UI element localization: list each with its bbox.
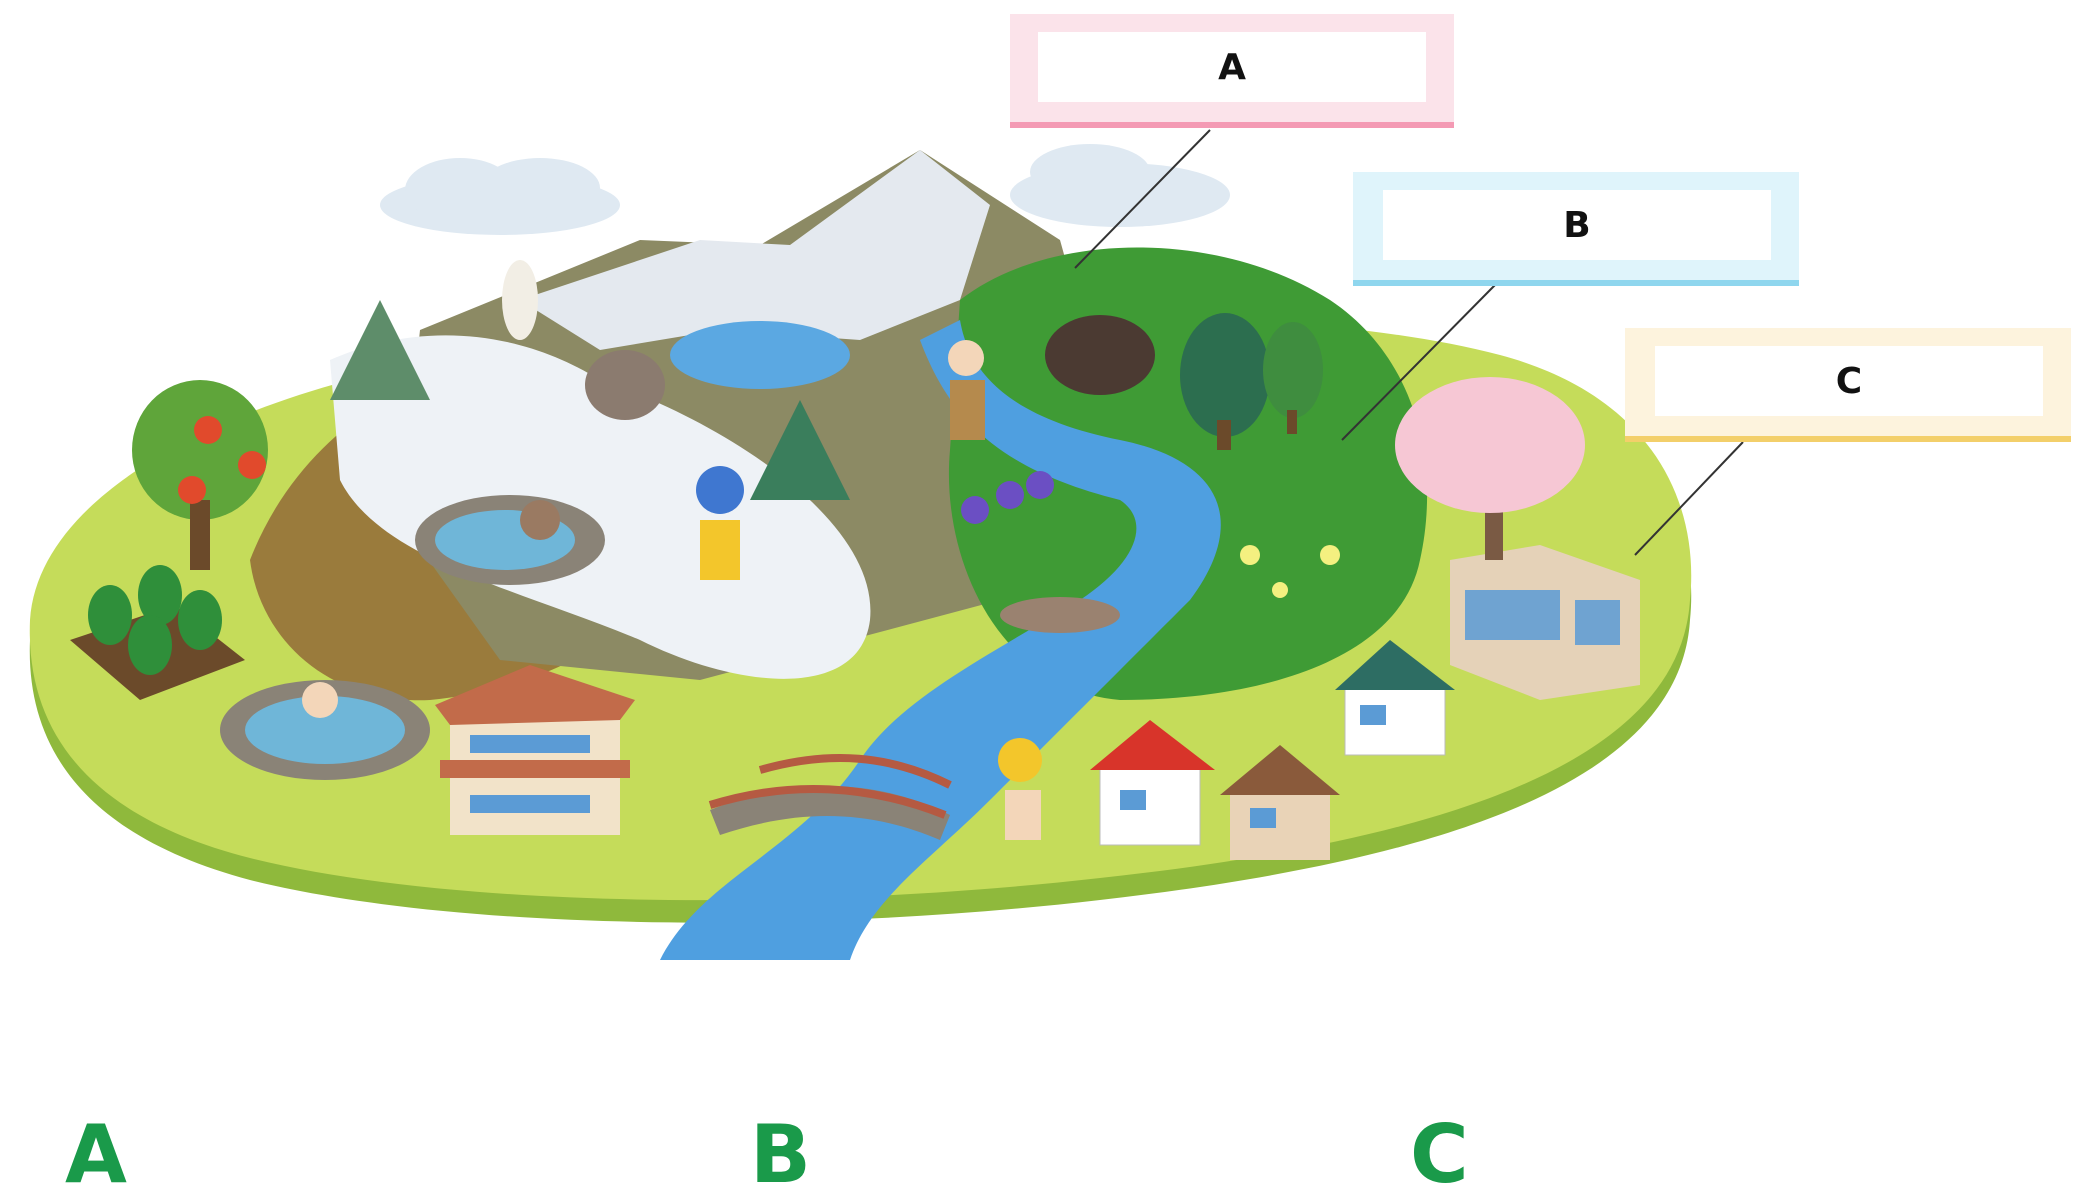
callout-underline-a <box>1010 122 1454 128</box>
house-brown-roof <box>1220 745 1340 860</box>
callout-label-b[interactable]: B <box>1383 190 1771 260</box>
hot-spring-top <box>415 495 605 585</box>
house-teal-roof <box>1335 640 1455 756</box>
iris-flowers <box>961 471 1054 524</box>
river <box>660 320 1221 960</box>
hot-spring-bottom <box>220 680 430 780</box>
inn-building <box>435 665 635 835</box>
answer-label-a: A <box>65 1108 127 1201</box>
answer-label-c: C <box>1410 1108 1469 1201</box>
deer <box>585 350 665 420</box>
callout-underline-c <box>1625 436 2071 442</box>
leader-line-b <box>1341 284 1496 441</box>
callout-underline-b <box>1353 280 1799 286</box>
callout-box-a: A <box>1010 14 1454 128</box>
fish <box>1000 597 1120 633</box>
pond <box>670 321 850 389</box>
mountain-snowcap <box>520 150 990 350</box>
ermine <box>502 260 538 340</box>
callout-label-c[interactable]: C <box>1655 346 2043 416</box>
fireflies <box>1240 545 1340 598</box>
callout-label-a[interactable]: A <box>1038 32 1426 102</box>
child-walking <box>998 738 1042 840</box>
bear <box>1045 315 1155 395</box>
vegetable-field <box>70 565 245 700</box>
school-building <box>1450 545 1640 700</box>
callout-box-c: C <box>1625 328 2071 442</box>
house-red-roof <box>1090 720 1215 846</box>
leader-line-a <box>1074 129 1211 269</box>
callout-box-b: B <box>1353 172 1799 286</box>
snow-field <box>330 335 871 679</box>
bridge <box>708 754 952 840</box>
skier <box>696 466 744 580</box>
cherry-tree <box>1395 377 1585 560</box>
hiker <box>948 340 985 440</box>
cloud-right <box>1010 144 1230 227</box>
cloud-left <box>380 158 620 235</box>
answer-label-b: B <box>750 1108 811 1201</box>
leader-line-c <box>1634 441 1744 556</box>
trees <box>132 300 1323 570</box>
